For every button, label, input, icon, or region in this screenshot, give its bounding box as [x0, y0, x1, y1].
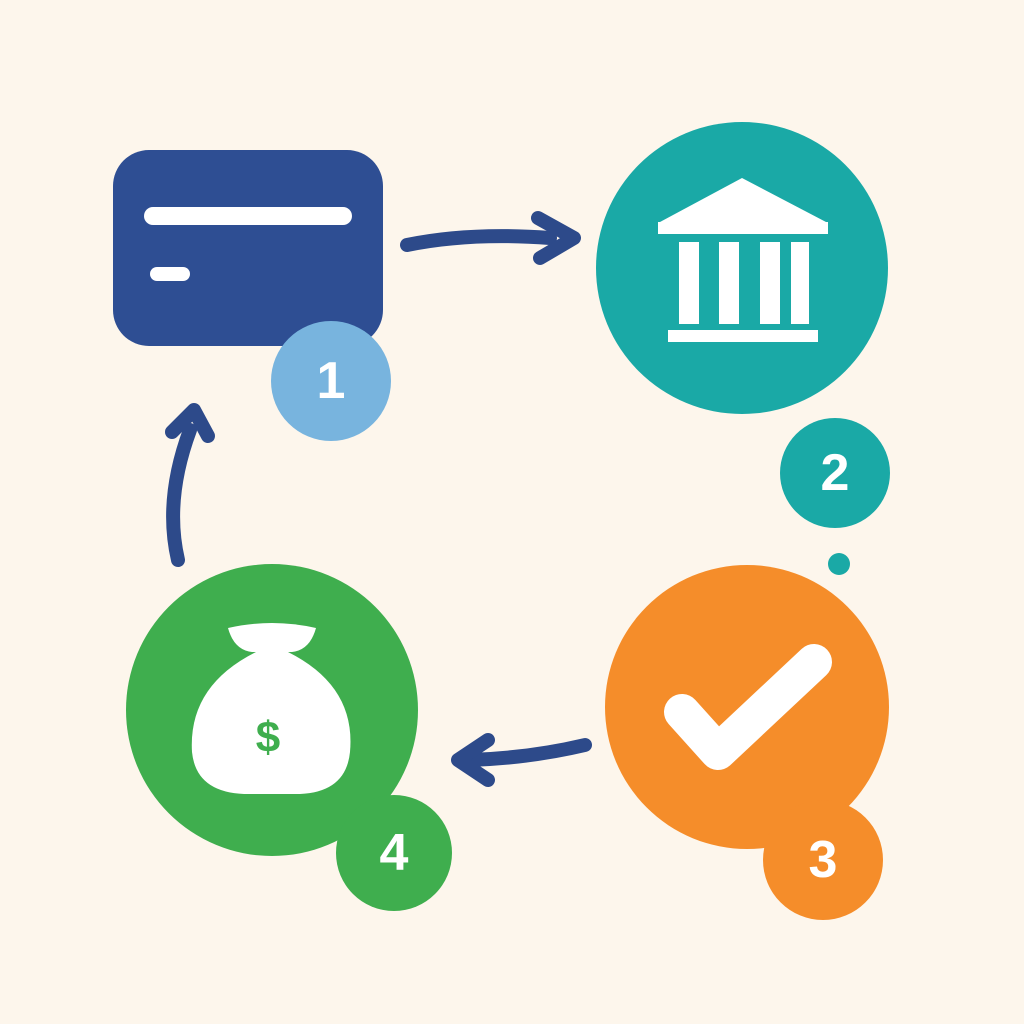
bank-icon [596, 122, 888, 414]
arrow-money-to-card [165, 403, 215, 567]
step-badge-3: 3 [763, 800, 883, 920]
step-badge-2: 2 [780, 418, 890, 528]
credit-card-icon [113, 150, 383, 346]
connector-dot [828, 553, 850, 575]
arrow-approval-to-money [451, 733, 592, 787]
checkmark-icon [605, 565, 889, 849]
arrow-card-to-bank [400, 211, 581, 265]
money-bag-icon: $ [126, 564, 418, 856]
dollar-sign: $ [256, 713, 280, 762]
step-badge-4: 4 [336, 795, 452, 911]
step-badge-1: 1 [271, 321, 391, 441]
